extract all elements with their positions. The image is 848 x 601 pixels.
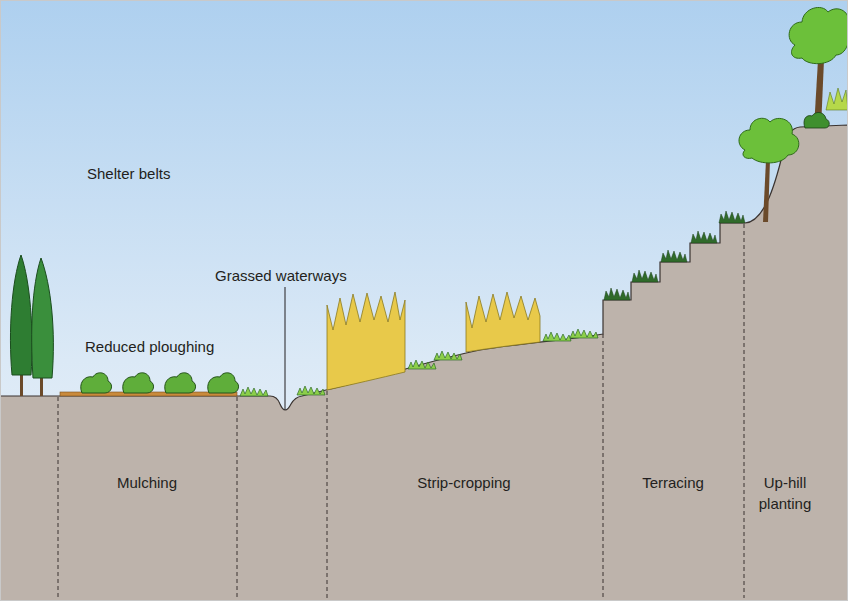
- grass-tuft: [570, 329, 598, 338]
- section-dividers: [58, 224, 744, 598]
- grass-tuft: [543, 332, 571, 341]
- tall-crop-strip: [466, 292, 540, 352]
- shrub: [123, 373, 154, 393]
- terrace-grass: [719, 211, 745, 223]
- terrace-grass: [691, 231, 717, 243]
- tree-trunk: [763, 160, 770, 222]
- leader-line: [285, 287, 286, 410]
- hill-tree: [739, 118, 799, 222]
- shrub: [81, 373, 112, 393]
- divider-line: [58, 397, 59, 598]
- method-label: Reduced ploughing: [85, 336, 245, 357]
- ground-profile: [0, 125, 848, 601]
- tree-canopy: [789, 7, 848, 63]
- tree-canopy: [739, 118, 799, 163]
- section-label: Strip-cropping: [404, 472, 524, 493]
- section-label: Mulching: [87, 472, 207, 493]
- terrace-grass: [661, 250, 687, 262]
- divider-line: [603, 334, 604, 598]
- shrub: [165, 373, 196, 393]
- grass-tuft: [434, 351, 462, 360]
- grass-tuft: [297, 386, 325, 395]
- terrace-grass: [632, 270, 658, 282]
- terrace-grass: [604, 288, 630, 300]
- grass-tuft: [240, 387, 268, 396]
- cypress-tree: [32, 258, 54, 378]
- divider-line: [744, 224, 745, 598]
- method-label: Grassed waterways: [215, 265, 385, 286]
- grass-tuft: [408, 360, 436, 369]
- shelter-belt-trees: [10, 255, 53, 396]
- divider-line: [327, 391, 328, 598]
- divider-line: [237, 397, 238, 598]
- method-label: Shelter belts: [87, 163, 247, 184]
- hill-tree: [789, 7, 848, 128]
- cypress-tree: [10, 255, 32, 375]
- section-label: Up-hill planting: [746, 472, 824, 514]
- grass-tuft: [826, 88, 848, 110]
- shrub: [208, 373, 239, 393]
- shrub: [804, 112, 829, 128]
- tall-crop-strip: [327, 292, 405, 390]
- shrubs: [81, 373, 239, 393]
- section-label: Terracing: [613, 472, 733, 493]
